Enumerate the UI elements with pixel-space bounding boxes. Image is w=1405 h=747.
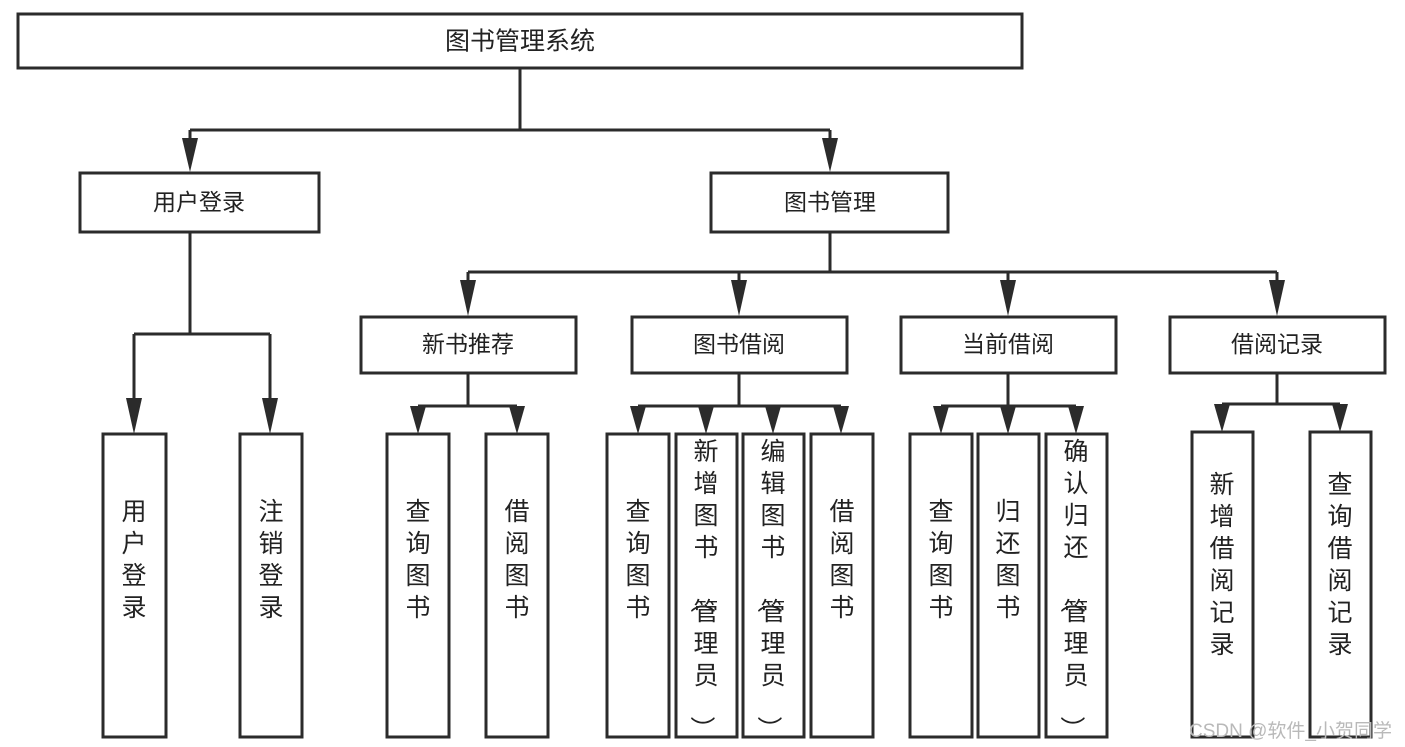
node-user-login[interactable]: 用户登录 <box>78 171 321 234</box>
node-leaf-return-book-label: 归还图书 <box>995 498 1020 622</box>
node-leaf-user-login-box <box>101 432 168 739</box>
node-borrow-record-label: 借阅记录 <box>1231 331 1323 357</box>
node-leaf-edit-book-box <box>741 432 806 739</box>
node-leaf-borrow-book-2-label: 借阅图书 <box>829 498 854 622</box>
arrow-head-leaf-user-login <box>126 398 142 434</box>
arrow-head-leaf-borrow-book-2 <box>833 406 849 434</box>
node-borrow-record[interactable]: 借阅记录 <box>1168 315 1387 375</box>
arrow-head-leaf-query-book-1 <box>410 406 426 434</box>
node-current-borrow-label: 当前借阅 <box>962 331 1054 357</box>
node-book-borrow-box <box>630 315 849 375</box>
node-leaf-add-book-label: 新增图书（管理员） <box>687 438 718 741</box>
arrow-head-book-borrow <box>731 280 747 316</box>
node-leaf-query-book-3-box <box>908 432 974 739</box>
node-leaf-confirm-return-label: 确认归还（管理员） <box>1057 438 1088 741</box>
node-book-management-box <box>709 171 950 234</box>
node-borrow-record-box <box>1168 315 1387 375</box>
csdn-watermark: CSDN @软件_小贺同学 <box>1189 720 1392 742</box>
node-leaf-borrow-book-2[interactable]: 借阅图书 <box>809 432 875 739</box>
node-leaf-logout-login-label: 注销登录 <box>258 498 283 622</box>
node-new-book-recommend[interactable]: 新书推荐 <box>359 315 578 375</box>
arrow-head-leaf-edit-book <box>765 406 781 434</box>
node-root-box <box>16 12 1024 70</box>
node-leaf-borrow-book-2-box <box>809 432 875 739</box>
node-leaf-query-book-2-label: 查询图书 <box>625 498 650 622</box>
arrow-head-leaf-return-book <box>1000 406 1016 434</box>
node-book-management-label: 图书管理 <box>784 189 876 215</box>
node-new-book-recommend-label: 新书推荐 <box>422 331 514 357</box>
node-leaf-edit-book[interactable]: 编辑图书（管理员） <box>741 432 806 741</box>
node-leaf-confirm-return[interactable]: 确认归还（管理员） <box>1044 432 1109 741</box>
node-leaf-query-book-1-label: 查询图书 <box>405 498 430 622</box>
arrow-head-new-book-recommend <box>460 280 476 316</box>
node-leaf-add-book-box <box>674 432 739 739</box>
node-root[interactable]: 图书管理系统 <box>16 12 1024 70</box>
node-leaf-borrow-book-1[interactable]: 借阅图书 <box>484 432 550 739</box>
node-leaf-query-book-2[interactable]: 查询图书 <box>605 432 671 739</box>
node-leaf-edit-book-label: 编辑图书（管理员） <box>754 438 785 741</box>
node-leaf-query-record[interactable]: 查询借阅记录 <box>1308 430 1373 739</box>
arrow-head-current-borrow <box>1000 280 1016 316</box>
arrow-head-leaf-add-record <box>1214 404 1230 432</box>
node-leaf-query-book-1[interactable]: 查询图书 <box>385 432 451 739</box>
arrow-head-leaf-confirm-return <box>1068 406 1084 434</box>
node-current-borrow[interactable]: 当前借阅 <box>899 315 1118 375</box>
node-leaf-query-record-label: 查询借阅记录 <box>1327 471 1352 659</box>
node-leaf-user-login[interactable]: 用户登录 <box>101 432 168 739</box>
arrow-head-leaf-add-book <box>698 406 714 434</box>
node-leaf-return-book-box <box>976 432 1041 739</box>
arrow-head-borrow-record <box>1269 280 1285 316</box>
node-leaf-add-record-box <box>1190 430 1255 739</box>
node-leaf-logout-login-box <box>238 432 304 739</box>
node-root-label: 图书管理系统 <box>445 28 595 56</box>
node-book-borrow[interactable]: 图书借阅 <box>630 315 849 375</box>
leaf-layer: 用户登录 注销登录 查询图书 借阅图书 查询图书 新增图书 <box>101 430 1373 741</box>
arrow-head-leaf-query-book-2 <box>630 406 646 434</box>
node-leaf-confirm-return-box <box>1044 432 1109 739</box>
node-leaf-add-book[interactable]: 新增图书（管理员） <box>674 432 739 741</box>
node-leaf-logout-login[interactable]: 注销登录 <box>238 432 304 739</box>
arrow-head-userlogin <box>182 138 198 172</box>
node-leaf-query-book-3-label: 查询图书 <box>928 498 953 622</box>
node-leaf-add-record[interactable]: 新增借阅记录 <box>1190 430 1255 739</box>
arrow-head-leaf-logout-login <box>262 398 278 434</box>
connector-layer <box>126 68 1348 434</box>
node-leaf-borrow-book-1-box <box>484 432 550 739</box>
node-book-borrow-label: 图书借阅 <box>693 331 785 357</box>
node-leaf-user-login-label: 用户登录 <box>121 498 146 622</box>
node-current-borrow-box <box>899 315 1118 375</box>
node-leaf-borrow-book-1-label: 借阅图书 <box>504 498 529 622</box>
node-user-login-box <box>78 171 321 234</box>
arrow-head-bookmgmt <box>822 138 838 172</box>
node-leaf-query-book-2-box <box>605 432 671 739</box>
node-leaf-return-book[interactable]: 归还图书 <box>976 432 1041 739</box>
arrow-head-leaf-query-book-3 <box>933 406 949 434</box>
node-new-book-recommend-box <box>359 315 578 375</box>
node-leaf-query-book-1-box <box>385 432 451 739</box>
node-book-management[interactable]: 图书管理 <box>709 171 950 234</box>
node-user-login-label: 用户登录 <box>153 189 245 215</box>
arrow-head-leaf-borrow-book-1 <box>509 406 525 434</box>
arrow-head-leaf-query-record <box>1332 404 1348 432</box>
node-leaf-query-record-box <box>1308 430 1373 739</box>
node-leaf-query-book-3[interactable]: 查询图书 <box>908 432 974 739</box>
node-leaf-add-record-label: 新增借阅记录 <box>1209 471 1234 659</box>
